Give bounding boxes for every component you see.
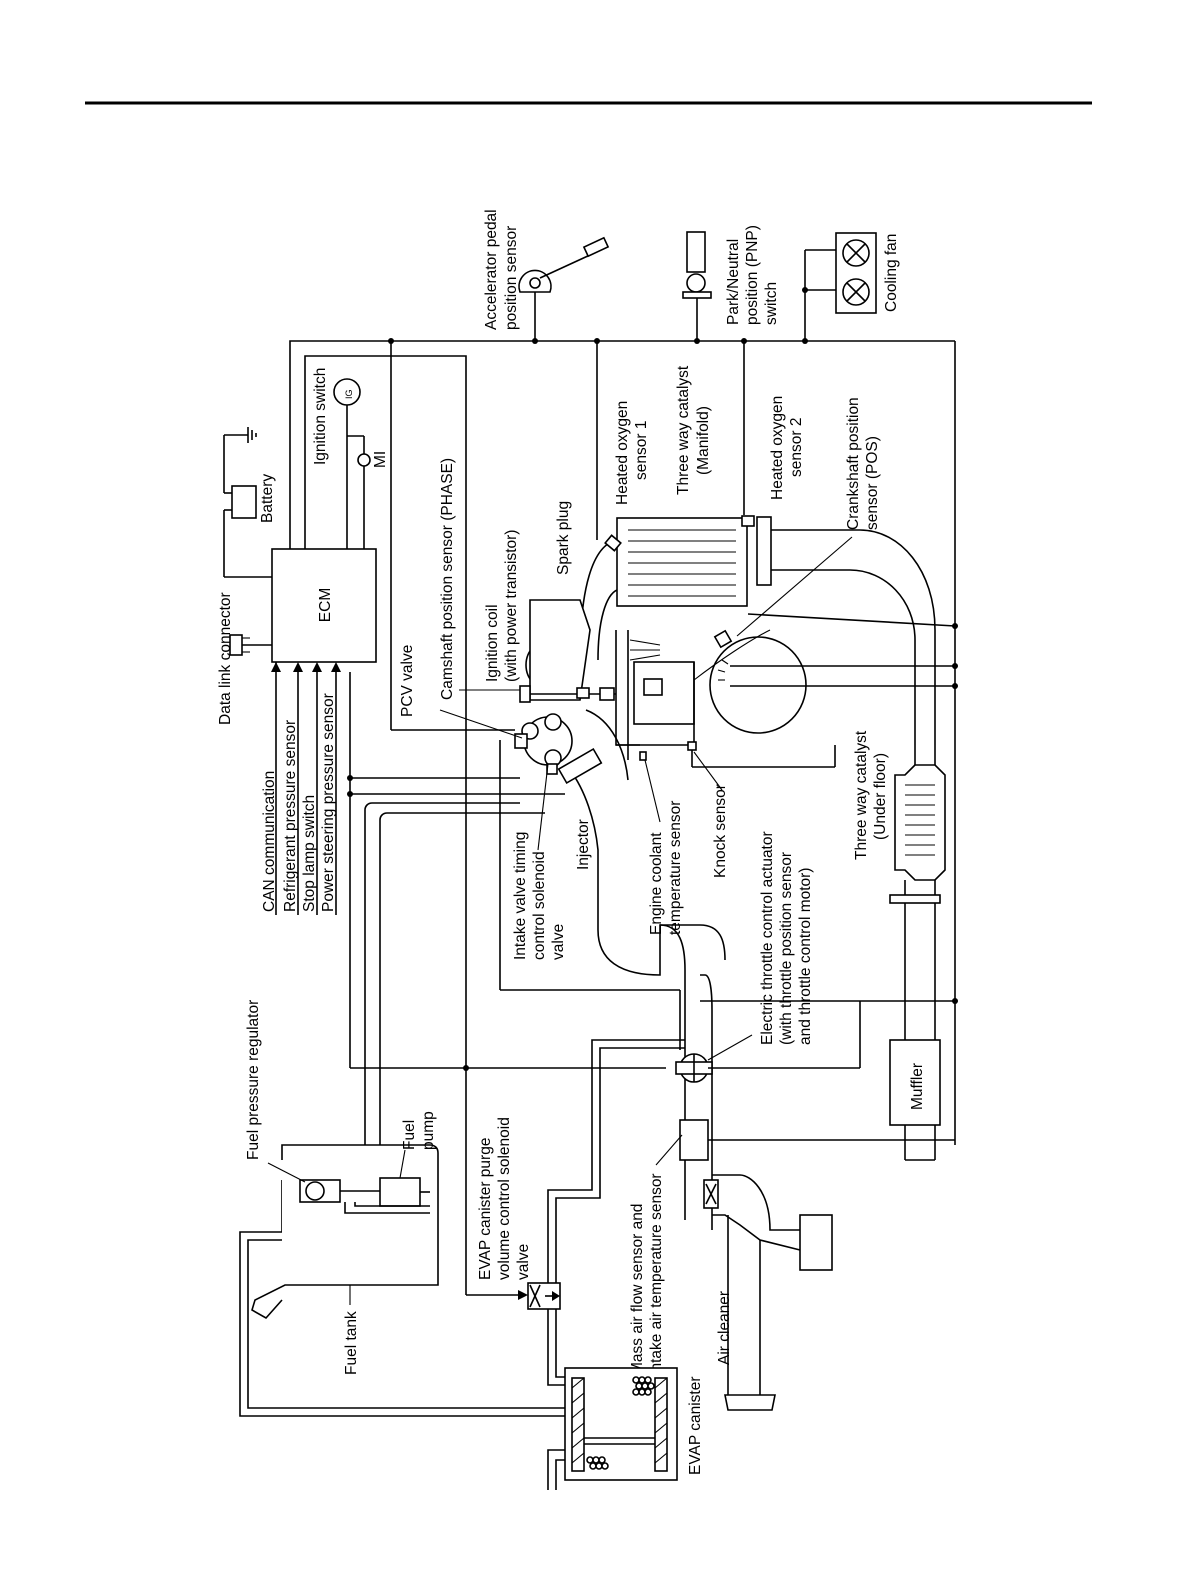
evap-valve-label-1: EVAP canister purge [477, 1138, 494, 1280]
twc-underfloor-label-2: (Under floor) [872, 753, 889, 840]
air-cleaner-label: Air cleaner [716, 1291, 733, 1365]
ivt-label-1: Intake valve timing [512, 832, 529, 960]
ps-sensor-label: Power steering pressure sensor [320, 693, 337, 912]
ig-mark: IG [344, 389, 354, 399]
ho2s2-label-1: Heated oxygen [769, 396, 786, 500]
accelerator-pedal-icon [518, 236, 610, 293]
ecm-label: ECM [317, 588, 334, 622]
accelerator-sensor-label-2: position sensor [503, 226, 520, 330]
ect-label-1: Engine coolant [648, 832, 665, 935]
fuel-pump-leader-line [399, 1149, 406, 1179]
refrigerant-label: Refrigerant pressure sensor [282, 720, 299, 912]
pnp-switch-icon [682, 231, 712, 299]
intake-system [659, 924, 955, 1411]
ckp-label-2: sensor (POS) [864, 436, 881, 530]
ho2s2-label-2: sensor 2 [788, 418, 805, 477]
pnp-label-1: Park/Neutral [725, 239, 742, 325]
twc-manifold-label-1: Three way catalyst [675, 365, 692, 495]
fuel-lines [271, 662, 666, 1180]
ckp-leader-line [736, 536, 853, 637]
battery-label: Battery [259, 474, 276, 523]
battery-icon [223, 427, 272, 578]
camshaft-sensor-label: Camshaft position sensor (PHASE) [439, 458, 456, 700]
fpr-label: Fuel pressure regulator [245, 1000, 262, 1160]
ignition-switch-icon: IG [333, 378, 371, 549]
ivt-label-3: valve [550, 924, 567, 960]
fuel-pump-label-2: pump [420, 1111, 437, 1150]
maf-label-1: Mass air flow sensor and [629, 1204, 646, 1375]
knock-sensor-label: Knock sensor [712, 784, 729, 878]
fuel-tank-icon [251, 1144, 439, 1320]
ivt-label-2: control solenoid [531, 851, 548, 960]
twc-manifold-label-2: (Manifold) [695, 406, 712, 475]
etc-label-3: and throttle control motor) [797, 868, 814, 1045]
mi-label: MI [372, 451, 389, 468]
ignition-coil-label-1: Ignition coil [484, 604, 501, 682]
etc-leader-line [707, 1034, 753, 1061]
cooling-fan-label: Cooling fan [883, 234, 900, 312]
spark-plug-label: Spark plug [555, 501, 572, 575]
fuel-tank-label: Fuel tank [343, 1311, 360, 1375]
ecm-box [271, 548, 377, 663]
can-label: CAN communication [261, 771, 278, 912]
fuel-pump-label-1: Fuel [401, 1120, 418, 1150]
knock-leader-line [693, 751, 723, 791]
pnp-label-3: switch [763, 282, 780, 325]
engine-signal-lines [350, 613, 958, 1050]
top-signal-bus [289, 249, 956, 1145]
ect-label-2: temperature sensor [667, 801, 684, 935]
evap-canister-label: EVAP canister [687, 1376, 704, 1475]
evap-valve-label-2: volume control solenoid [496, 1117, 513, 1280]
data-link-connector-label: Data link connector [217, 592, 234, 725]
fpr-leader-line [267, 1162, 306, 1183]
ho2s1-label-2: sensor 1 [633, 421, 650, 480]
stop-lamp-label: Stop lamp switch [301, 795, 318, 912]
evap-purge-piping [465, 1039, 685, 1386]
underfloor-exhaust [889, 745, 946, 1161]
pcv-valve-label: PCV valve [399, 645, 416, 717]
ivt-leader-line [537, 763, 549, 851]
ckp-label-1: Crankshaft position [845, 397, 862, 530]
twc-underfloor-label-1: Three way catalyst [853, 730, 870, 860]
cooling-fan-icon [835, 232, 877, 314]
muffler-label: Muffler [909, 1063, 926, 1110]
ho2s1-label-1: Heated oxygen [614, 401, 631, 505]
injector-label: Injector [575, 819, 592, 870]
ect-leader-line [644, 759, 661, 823]
pnp-label-2: position (PNP) [744, 225, 761, 325]
accelerator-sensor-label-1: Accelerator pedal [483, 209, 500, 330]
engine-block [514, 599, 807, 976]
injector-icon [557, 747, 603, 785]
ignition-switch-label: Ignition switch [312, 368, 329, 465]
evap-valve-label-3: valve [515, 1244, 532, 1280]
ignition-coil-label-2: (with power transistor) [503, 530, 520, 682]
maf-label-2: intake air temperature sensor [648, 1173, 665, 1375]
maf-leader-line [655, 1134, 683, 1166]
data-link-connector-icon [229, 634, 272, 656]
etc-label-2: (with throttle position sensor [778, 852, 795, 1045]
etc-label-1: Electric throttle control actuator [759, 831, 776, 1045]
